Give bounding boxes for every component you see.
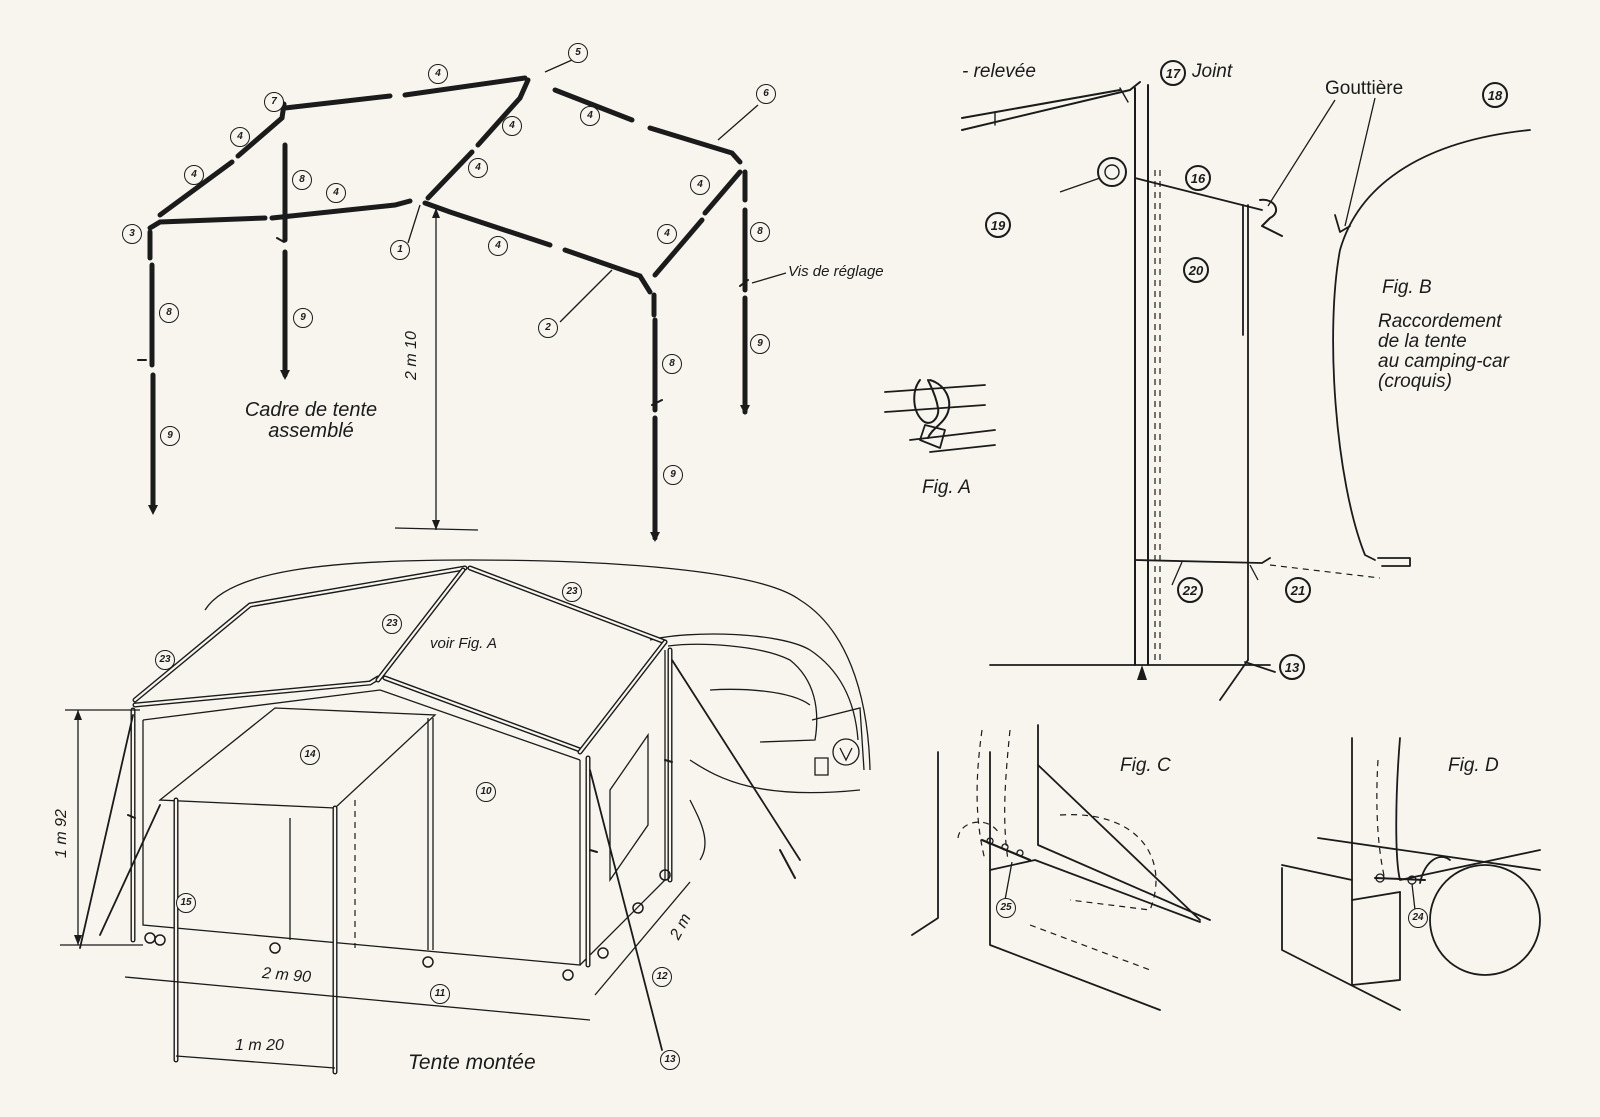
assembled-frame-drawing: [137, 59, 787, 542]
fig-a-drawing: [884, 379, 996, 453]
callout-1: 1: [390, 240, 410, 260]
frame-title: Cadre de tente assemblé: [236, 400, 386, 442]
adjust-screw-label: Vis de réglage: [788, 263, 884, 280]
callout-2: 2: [538, 318, 558, 338]
callout-4: 4: [326, 183, 346, 203]
fig-b-caption-line4: (croquis): [1378, 370, 1452, 392]
frame-title-line1: Cadre de tente: [244, 399, 378, 421]
callout-12: 12: [652, 967, 672, 987]
callout-4: 4: [428, 64, 448, 84]
callout-9: 9: [293, 308, 313, 328]
callout-4: 4: [488, 236, 508, 256]
callout-24: 24: [1408, 908, 1428, 928]
canopy-dimension: 1 m 20: [235, 1037, 284, 1054]
fig-d-drawing: [1281, 737, 1541, 1011]
callout-4: 4: [184, 165, 204, 185]
callout-23: 23: [382, 614, 402, 634]
callout-11: 11: [430, 984, 450, 1004]
fig-b-label: Fig. B: [1382, 277, 1432, 298]
fig-c-drawing: [911, 724, 1211, 1011]
fig-b-caption-line1: Raccordement: [1378, 311, 1502, 332]
fig-b-caption-line3: au camping-car: [1378, 350, 1509, 372]
fig-b-drawing: [961, 81, 1531, 701]
callout-9: 9: [750, 334, 770, 354]
gutter-label: Gouttière: [1325, 78, 1404, 99]
see-fig-a-label: voir Fig. A: [430, 635, 497, 652]
raised-label: - relevée: [962, 61, 1036, 82]
callout-6: 6: [756, 84, 776, 104]
callout-14: 14: [300, 745, 320, 765]
callout-8: 8: [159, 303, 179, 323]
callout-9: 9: [160, 426, 180, 446]
fig-c-label: Fig. C: [1120, 755, 1171, 776]
callout-10: 10: [476, 782, 496, 802]
callout-22: 22: [1177, 577, 1203, 603]
fig-d-label: Fig. D: [1448, 755, 1499, 776]
callout-23: 23: [562, 582, 582, 602]
callout-18: 18: [1482, 82, 1508, 108]
callout-17: 17: [1160, 60, 1186, 86]
callout-25: 25: [996, 898, 1016, 918]
callout-4: 4: [502, 116, 522, 136]
fig-b-caption-line2: de la tente: [1378, 330, 1467, 352]
callout-8: 8: [750, 222, 770, 242]
fig-a-label: Fig. A: [922, 477, 971, 498]
joint-label: Joint: [1192, 61, 1233, 82]
callout-13: 13: [660, 1050, 680, 1070]
assembled-tent-drawing: [60, 559, 871, 1075]
callout-4: 4: [657, 224, 677, 244]
tent-height-dimension: 1 m 92: [53, 809, 70, 858]
callout-7: 7: [264, 92, 284, 112]
callout-8: 8: [292, 170, 312, 190]
callout-4: 4: [468, 158, 488, 178]
callout-23: 23: [155, 650, 175, 670]
callout-4: 4: [580, 106, 600, 126]
callout-4: 4: [690, 175, 710, 195]
fig-b-caption: Raccordement de la tente au camping-car …: [1378, 312, 1509, 392]
callout-9: 9: [663, 465, 683, 485]
callout-3: 3: [122, 224, 142, 244]
callout-8: 8: [662, 354, 682, 374]
tent-title: Tente montée: [408, 1051, 536, 1074]
callout-20: 20: [1183, 257, 1209, 283]
callout-4: 4: [230, 127, 250, 147]
callout-19: 19: [985, 212, 1011, 238]
callout-15: 15: [176, 893, 196, 913]
frame-height-dimension: 2 m 10: [403, 331, 420, 380]
callout-5: 5: [568, 43, 588, 63]
frame-title-line2: assemblé: [268, 420, 354, 442]
callout-21: 21: [1285, 577, 1311, 603]
callout-13: 13: [1279, 654, 1305, 680]
callout-16: 16: [1185, 165, 1211, 191]
